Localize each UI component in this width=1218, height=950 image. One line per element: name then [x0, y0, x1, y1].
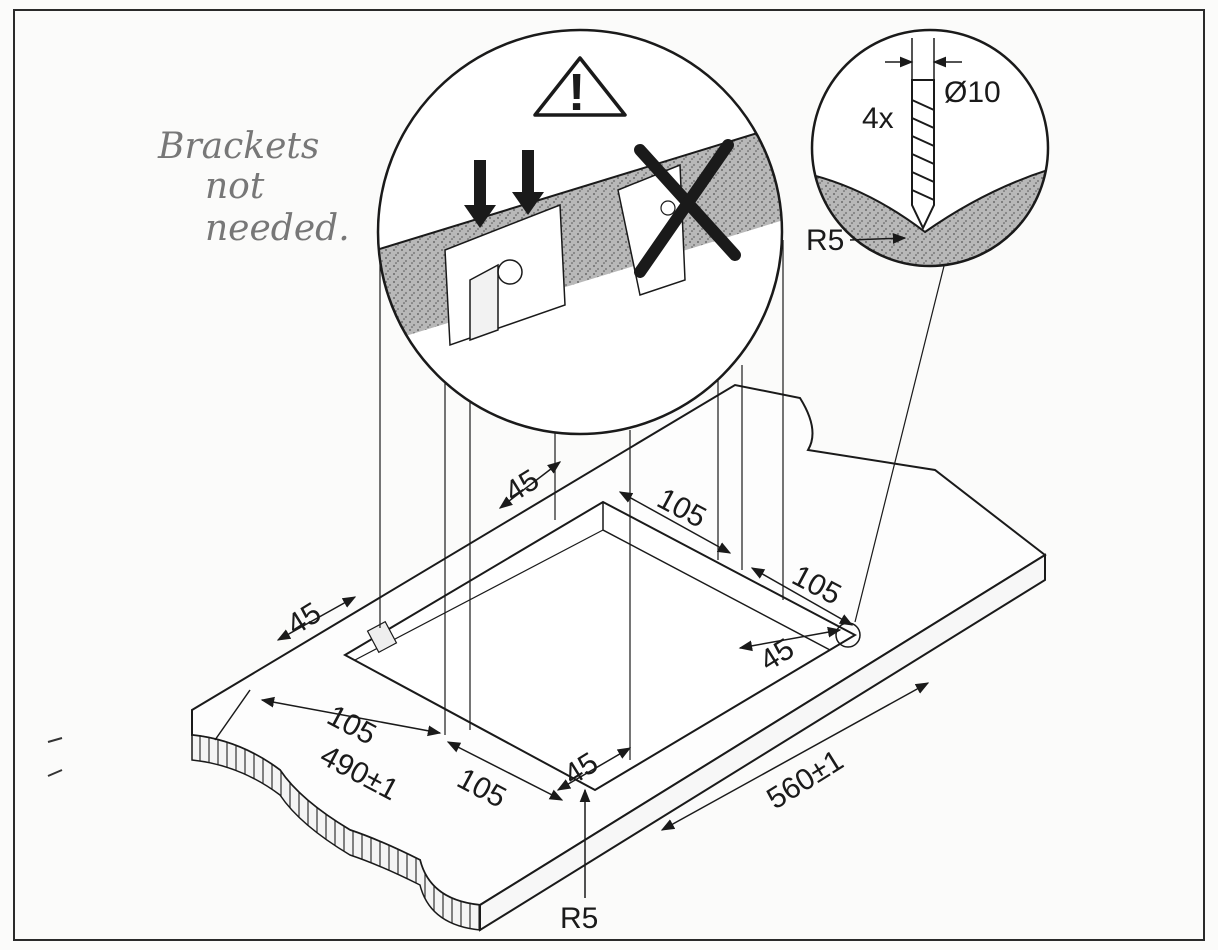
screw-diameter: Ø10	[944, 76, 1001, 109]
arrow-down-icon	[512, 150, 544, 215]
dim-width: 560±1	[761, 744, 849, 816]
note-line-1: Brackets	[157, 126, 319, 167]
note-line-3: needed.	[205, 208, 350, 249]
warning-mark: !	[568, 64, 585, 122]
screw-icon	[911, 79, 935, 231]
note-line-2: not	[205, 166, 265, 207]
screw-detail-circle: 4x Ø10 R5	[806, 28, 1050, 268]
screw-radius: R5	[806, 224, 844, 257]
bracket-detail-circle: !	[376, 28, 784, 436]
page-frame	[13, 9, 1205, 941]
warning-icon	[533, 56, 627, 117]
margin-marks	[47, 737, 63, 777]
dim-corner-radius: R5	[560, 902, 598, 935]
handwritten-note: Brackets not needed.	[157, 126, 350, 249]
projection-lines	[379, 240, 946, 760]
dimension-lines	[214, 461, 930, 898]
screw-count: 4x	[862, 102, 894, 135]
arrow-down-icon	[464, 160, 496, 228]
